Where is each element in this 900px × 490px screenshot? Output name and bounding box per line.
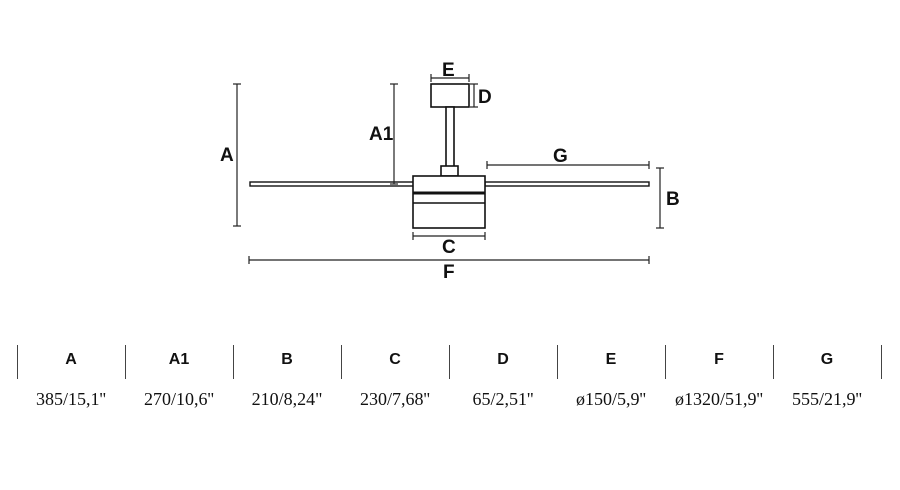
label-d: D [478,87,492,108]
column-value: ø1320/51,9'' [675,389,763,409]
dimension-c: C [412,232,486,258]
dimension-a: A [220,83,241,227]
column-separator [17,345,18,379]
fan-canopy [430,83,470,108]
column-header: A [65,351,77,368]
table-column-g: G 555/21,9'' [773,343,881,423]
column-value: 555/21,9'' [792,389,862,409]
table-column-a: A 385/15,1'' [17,343,125,423]
column-value: 230/7,68'' [360,389,430,409]
column-value: 65/2,51'' [472,389,534,409]
table-column-e: E ø150/5,9'' [557,343,665,423]
column-separator [665,345,666,379]
dimensions-table: A 385/15,1'' A1 270/10,6'' B 210/8,24" C… [17,343,883,423]
dimension-d: D [470,83,492,108]
column-header: G [820,351,834,368]
fan-blade-right [484,181,650,187]
ceiling-fan-dimension-diagram: A A1 E D G B C [220,60,680,283]
fan-downrod [445,106,455,168]
table-column-a1: A1 270/10,6'' [125,343,233,423]
column-value: 270/10,6'' [144,389,214,409]
column-header: F [714,351,724,368]
fan-coupler [440,165,459,177]
column-header: B [281,351,293,368]
label-c: C [442,237,456,258]
column-separator [341,345,342,379]
label-e: E [442,60,455,81]
column-separator [881,345,882,379]
column-header: D [497,351,509,368]
column-separator [233,345,234,379]
dimension-a1: A1 [369,83,398,185]
label-a: A [220,145,234,166]
column-separator [449,345,450,379]
label-g: G [553,146,568,167]
fan-motor-housing [412,175,486,229]
column-header: C [389,351,401,368]
column-value: ø150/5,9'' [576,389,646,409]
table-column-f: F ø1320/51,9'' [665,343,773,423]
label-f: F [443,262,455,283]
dimension-f: F [248,256,650,283]
column-value: 385/15,1'' [36,389,106,409]
fan-blade-left [249,181,415,187]
dimension-b: B [656,167,680,229]
column-separator [773,345,774,379]
table-column-d: D 65/2,51'' [449,343,557,423]
column-separator [125,345,126,379]
table-column-b: B 210/8,24" [233,343,341,423]
column-separator [557,345,558,379]
label-b: B [666,189,680,210]
table-column-c: C 230/7,68'' [341,343,449,423]
column-value: 210/8,24" [251,389,323,409]
dimension-g: G [486,146,650,169]
column-header: E [605,351,617,368]
dimension-e: E [430,60,470,82]
label-a1: A1 [369,124,394,145]
column-header: A1 [168,351,190,368]
